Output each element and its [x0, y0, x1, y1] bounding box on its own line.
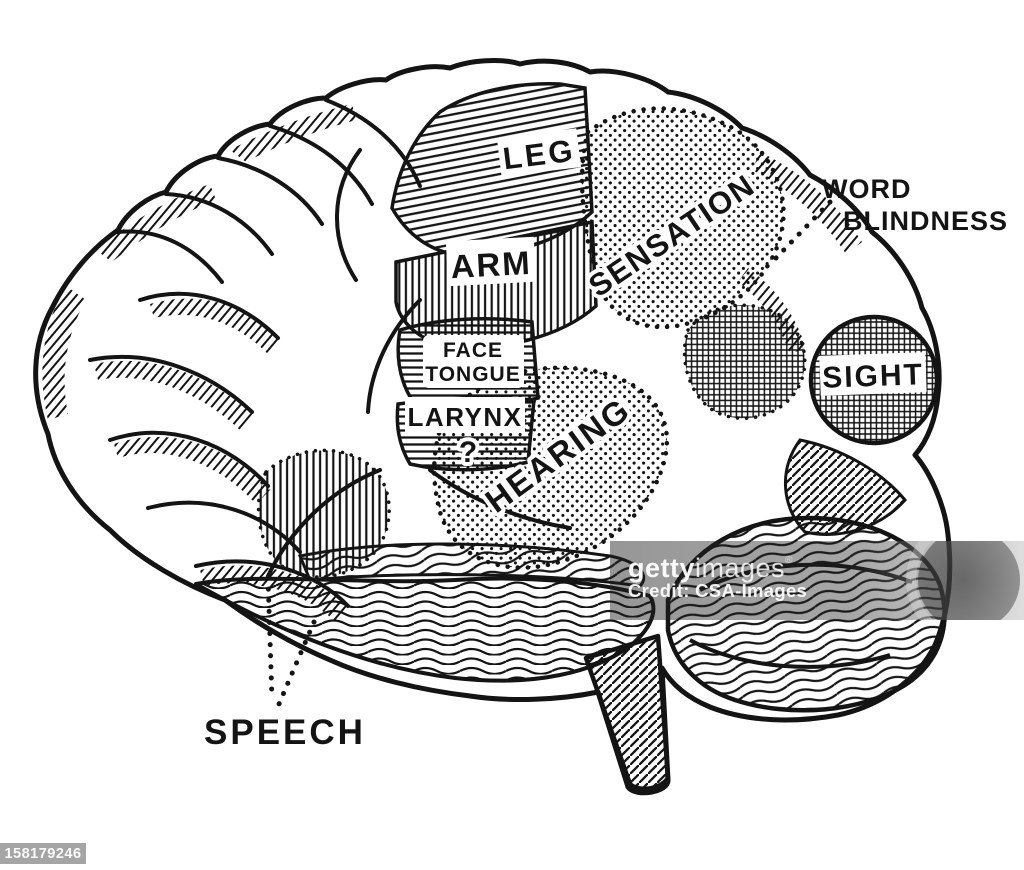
word-blindness-region: [682, 303, 807, 420]
getty-watermark-bar: gettyimages® Credit: CSA-Images: [610, 541, 1024, 620]
larynx-question-label: ?: [459, 436, 477, 469]
getty-logo-circle-icon: [918, 541, 1020, 620]
larynx-label: LARYNX: [408, 402, 523, 432]
credit-line: Credit: CSA-Images: [628, 580, 808, 601]
temporal-lobe-shading: [194, 576, 656, 683]
cerebellum-fold-line: [689, 638, 891, 669]
getty-brand: gettyimages®: [628, 546, 793, 583]
getty-logo-ring-icon: [906, 541, 1024, 620]
word-blindness-label-line1: WORD: [822, 174, 911, 204]
sight-label: SIGHT: [822, 358, 925, 395]
arm-label: ARM: [450, 244, 533, 285]
speech-label: SPEECH: [204, 713, 366, 752]
trademark-icon: ®: [785, 555, 793, 566]
word-blindness-label-line2: BLINDNESS: [843, 206, 1008, 236]
sight-label-box: [819, 352, 927, 396]
speech-region: [256, 448, 391, 579]
getty-brand-light: images: [695, 553, 786, 583]
larynx-label-box: [405, 397, 525, 433]
speech-leader-right: [276, 619, 317, 707]
occipital-shading: [783, 438, 907, 536]
getty-brand-bold: getty: [628, 553, 696, 583]
tongue-label: TONGUE: [425, 363, 520, 386]
leg-label-box: [496, 128, 582, 177]
face-tongue-label-box: [423, 335, 524, 388]
leader-lines: [265, 199, 833, 707]
sensation-region: [579, 106, 786, 330]
arm-label-box: [445, 236, 537, 287]
frontal-shading-bands: [42, 104, 862, 624]
word-blindness-leader: [773, 199, 833, 261]
image-id-badge: 158179246: [0, 843, 86, 864]
brain-stem: [583, 633, 671, 792]
speech-leader-left: [265, 575, 275, 703]
face-label: FACE: [443, 339, 503, 362]
